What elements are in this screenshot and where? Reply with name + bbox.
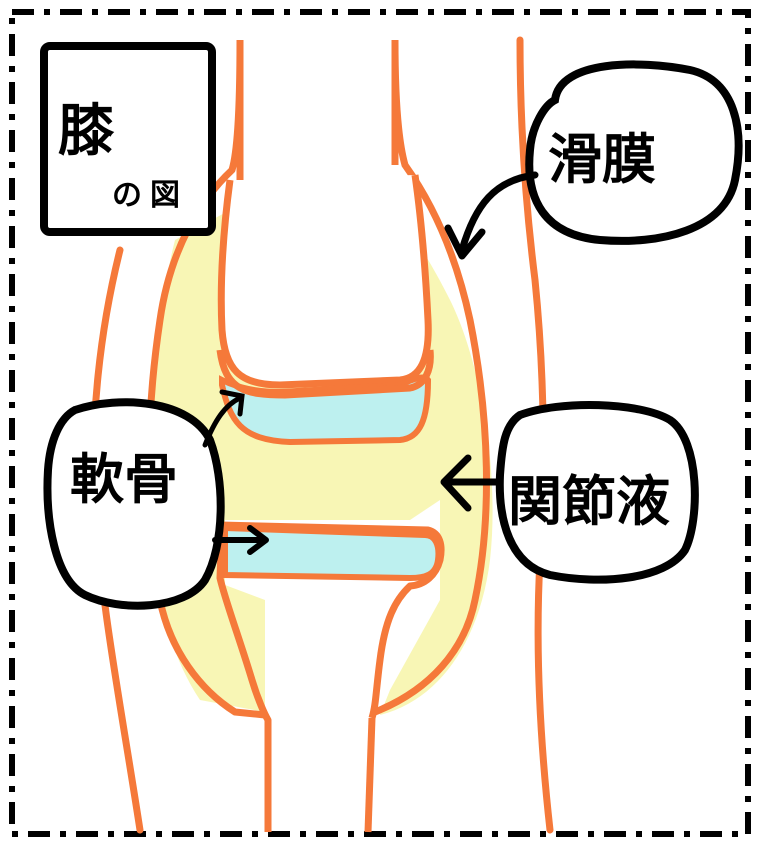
title-particle: の — [112, 178, 142, 213]
synovium-callout: 滑膜 — [448, 64, 739, 256]
cartilage-label-line1: 軟骨 — [70, 448, 178, 511]
title-suffix: 図 — [150, 178, 180, 213]
synovial-fluid-label: 関節液 — [508, 470, 670, 533]
title-box: 膝 の 図 — [44, 46, 212, 232]
title-main: 膝 — [58, 99, 115, 164]
femur-bone — [221, 175, 428, 385]
synovium-label: 滑膜 — [548, 128, 656, 191]
tibia-right-edge — [368, 718, 372, 832]
